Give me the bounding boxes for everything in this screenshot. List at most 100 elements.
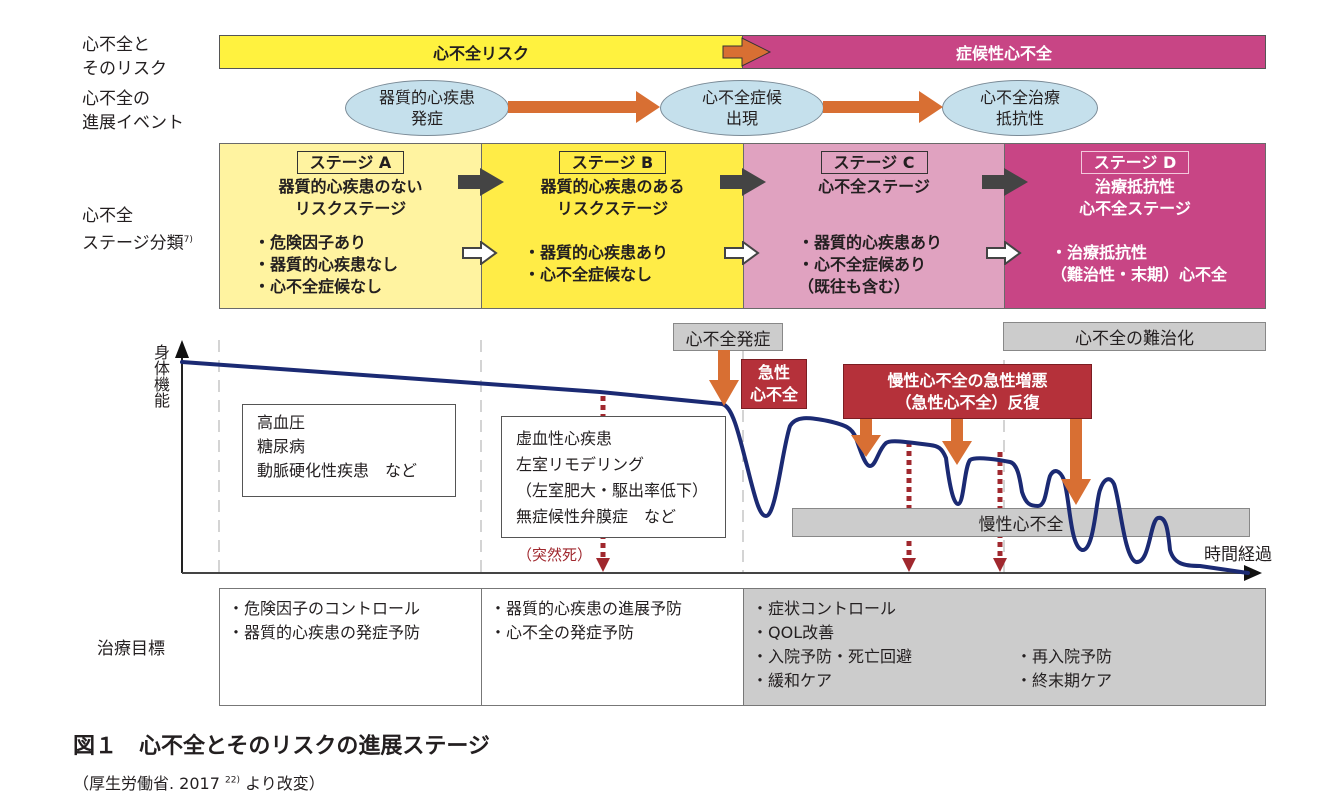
stage-a-box: ステージ A 器質的心疾患のない リスクステージ ・危険因子あり ・器質的心疾患… (219, 143, 482, 309)
row-label-line: ステージ分類7) (82, 228, 193, 256)
goal-item: ・心不全の発症予防 (490, 623, 635, 642)
stage-title-line: リスクステージ (556, 199, 669, 218)
stage-title-line: リスクステージ (294, 199, 407, 218)
stage-bullets: ・器質的心疾患あり ・心不全症候なし (524, 242, 743, 286)
stage-c-box: ステージ C 心不全ステージ ・器質的心疾患あり ・心不全症候あり （既往も含む… (743, 143, 1005, 309)
acute-hf-box: 急性 心不全 (741, 359, 807, 409)
stage-bullet: ・心不全症候あり (798, 255, 927, 274)
acute-hf-line: 心不全 (749, 385, 798, 404)
criteria-arrow-icon (986, 241, 1022, 265)
stage-bullet: ・器質的心疾患なし (254, 255, 399, 274)
x-axis-label: 時間経過 (1204, 545, 1272, 565)
stage-tag: ステージ B (558, 151, 667, 174)
event-line: 心不全症候 (701, 88, 782, 107)
symptomatic-bar: 症候性心不全 (742, 35, 1266, 69)
condition-item: 虚血性心疾患 (516, 429, 613, 448)
y-axis-arrow-icon (175, 340, 189, 358)
risk-bar-label: 心不全リスク (432, 44, 529, 63)
goals-cd-left: ・症状コントロール ・QOL改善 ・入院予防・死亡回避 ・緩和ケア (752, 597, 912, 693)
refractory-label: 心不全の難治化 (1075, 329, 1194, 349)
stage-title: 器質的心疾患のない リスクステージ (220, 176, 481, 220)
exacerbation-arrow-icon (851, 419, 881, 457)
x-axis-arrow-icon (1244, 565, 1262, 581)
stage-bullets: ・治療抵抗性 （難治性・末期）心不全 (1051, 242, 1265, 286)
goal-item: ・危険因子のコントロール (228, 599, 421, 618)
chronic-hf-band: 慢性心不全 (792, 508, 1250, 537)
physical-function-graph (175, 340, 1262, 581)
event-line: 器質的心疾患 (378, 88, 475, 107)
row-label-line: そのリスク (82, 59, 167, 79)
condition-item: 左室リモデリング (516, 455, 645, 474)
row-label-line: 進展イベント (82, 113, 184, 133)
refractory-label-box: 心不全の難治化 (1003, 322, 1266, 351)
acute-exacerbation-box: 慢性心不全の急性増悪 （急性心不全）反復 (843, 364, 1092, 419)
acute-hf-line: 急性 (757, 363, 790, 382)
event-organic-heart-disease: 器質的心疾患 発症 (345, 80, 509, 136)
stage-title-line: 心不全ステージ (1079, 199, 1191, 218)
transition-arrow-icon (722, 37, 772, 67)
stage-bullets: ・器質的心疾患あり ・心不全症候あり （既往も含む） (798, 232, 1004, 298)
stage-title: 器質的心疾患のある リスクステージ (482, 176, 743, 220)
progression-arrow-icon (982, 168, 1028, 196)
stage-bullet: ・器質的心疾患あり (798, 233, 943, 252)
physical-function-curve (180, 360, 1250, 575)
source-text: （厚生労働省. 2017 (73, 774, 220, 793)
exacerbation-arrow-icon (1061, 419, 1091, 505)
goal-item: ・再入院予防 (1016, 647, 1113, 666)
goal-item: ・器質的心疾患の発症予防 (228, 623, 421, 642)
condition-item: 無症候性弁膜症 など (516, 507, 677, 526)
goal-item: ・終末期ケア (1016, 671, 1113, 690)
stage-bullet: （難治性・末期）心不全 (1051, 265, 1228, 284)
goal-item: ・入院予防・死亡回避 (752, 647, 913, 666)
goals-stage-cd: ・症状コントロール ・QOL改善 ・入院予防・死亡回避 ・緩和ケア ・再入院予防… (743, 588, 1266, 706)
sudden-death-label: （突然死） (517, 546, 593, 564)
stage-title: 治療抵抗性 心不全ステージ (1005, 176, 1265, 220)
stage-bullet: ・危険因子あり (254, 233, 367, 252)
row-label-line: 心不全と (82, 35, 150, 55)
condition-item: 糖尿病 (257, 437, 306, 456)
criteria-arrow-icon (724, 241, 760, 265)
acute-exacerbation-line: 慢性心不全の急性増悪 (887, 370, 1048, 390)
stage-bullet: （既往も含む） (798, 277, 911, 296)
stage-bullet: ・治療抵抗性 (1051, 243, 1148, 262)
event-line: 抵抗性 (995, 109, 1044, 128)
event-symptom-onset: 心不全症候 出現 (660, 80, 824, 136)
reference-superscript: 22) (225, 775, 240, 786)
goals-cd-right: ・再入院予防 ・終末期ケア (1016, 645, 1112, 693)
stage-title-line: 心不全ステージ (818, 177, 930, 196)
event-arrow-icon (823, 91, 943, 123)
stage-bullet: ・心不全症候なし (254, 277, 383, 296)
stage-tag: ステージ C (820, 151, 928, 174)
physical-function-line (180, 360, 1250, 575)
stage-d-box: ステージ D 治療抵抗性 心不全ステージ ・治療抵抗性 （難治性・末期）心不全 (1004, 143, 1266, 309)
goals-stage-b: ・器質的心疾患の進展予防 ・心不全の発症予防 (481, 588, 744, 706)
event-line: 発症 (410, 109, 443, 128)
stage-title-line: 器質的心疾患のある (540, 177, 685, 196)
reference-superscript: 7) (183, 235, 193, 245)
progression-arrow-icon (458, 168, 504, 196)
goal-item: ・症状コントロール (752, 599, 897, 618)
sudden-death-arrow-icon (902, 442, 916, 572)
criteria-arrow-icon (462, 241, 498, 265)
goals-stage-a: ・危険因子のコントロール ・器質的心疾患の発症予防 (219, 588, 482, 706)
onset-label-box: 心不全発症 (673, 323, 783, 351)
condition-item: 高血圧 (257, 413, 306, 432)
row-label-line: 心不全の (82, 89, 150, 109)
row-label-risk: 心不全と そのリスク (82, 33, 167, 81)
chronic-hf-label: 慢性心不全 (978, 515, 1064, 535)
event-arrow-icon (508, 91, 660, 123)
figure-caption-title: 図１ 心不全とそのリスクの進展ステージ (73, 734, 490, 759)
stage-bullet: ・器質的心疾患あり (524, 243, 669, 262)
row-label-line: 心不全 (82, 206, 133, 226)
row-label-text: ステージ分類 (82, 233, 184, 254)
row-label-stages: 心不全 ステージ分類7) (82, 204, 193, 256)
progression-arrow-icon (720, 168, 766, 196)
goal-item: ・器質的心疾患の進展予防 (490, 599, 683, 618)
event-line: 出現 (725, 109, 758, 128)
stage-title-line: 治療抵抗性 (1094, 177, 1175, 196)
y-axis-label: 身体機能 (151, 344, 170, 408)
risk-bar: 心不全リスク (219, 35, 743, 69)
stage-tag: ステージ A (296, 151, 405, 174)
source-text: より改変） (245, 774, 325, 793)
row-label-events: 心不全の 進展イベント (82, 87, 184, 135)
